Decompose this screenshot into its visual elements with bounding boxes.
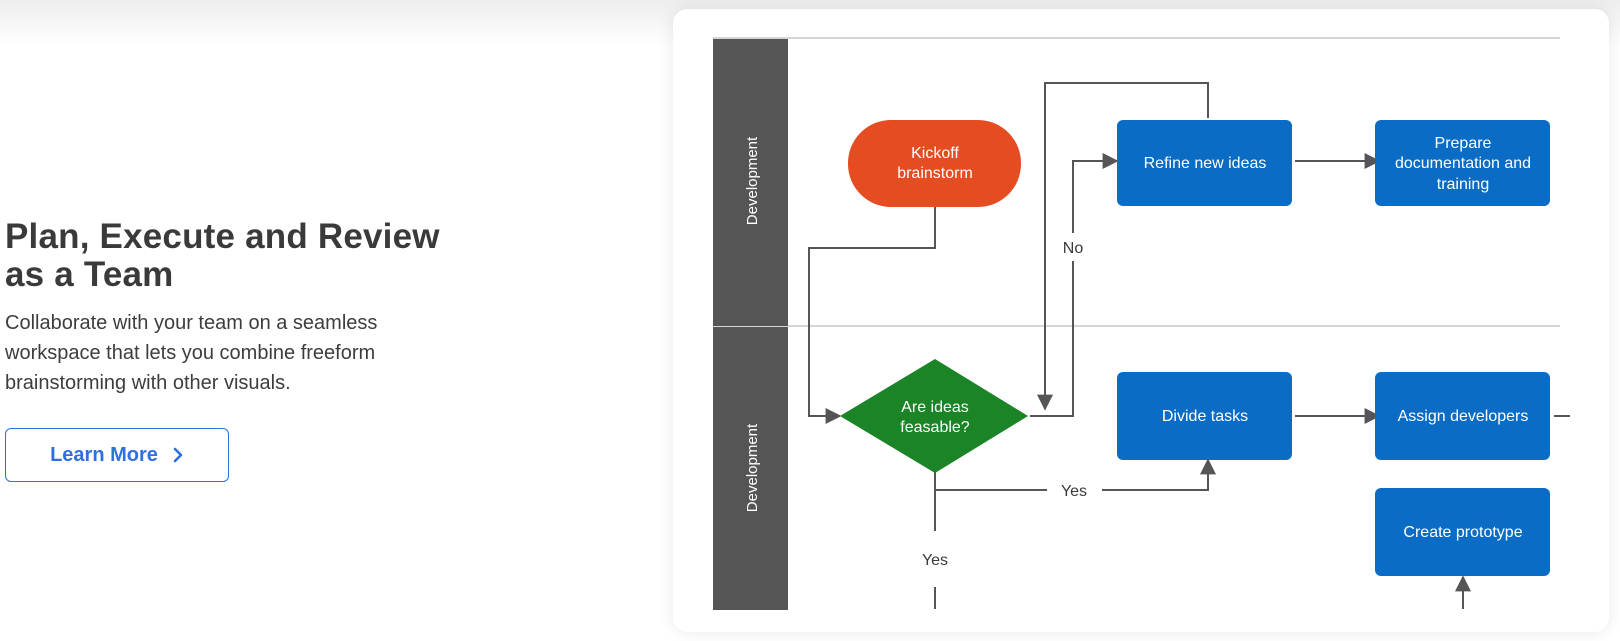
lane-header-2 xyxy=(713,327,788,610)
node-divide-tasks xyxy=(1117,372,1292,460)
hero-title-line1: Plan, Execute and Review xyxy=(5,217,440,256)
connector-kickoff-decision xyxy=(808,205,936,424)
node-decision-line1: Are ideas xyxy=(901,399,969,416)
node-refine-new-ideas xyxy=(1117,120,1292,206)
node-assign-label: Assign developers xyxy=(1398,408,1529,425)
node-create-prototype xyxy=(1375,488,1550,576)
node-assign-developers xyxy=(1375,372,1550,460)
node-kickoff-brainstorm xyxy=(848,120,1021,207)
lane-label-2: Development xyxy=(744,423,761,512)
edge-label-yes-down: Yes xyxy=(922,552,948,569)
hero-section: Plan, Execute and Review as a Team Colla… xyxy=(5,218,475,398)
edge-label-no: No xyxy=(1063,240,1084,257)
node-decision-feasible xyxy=(840,359,1028,473)
hero-description: Collaborate with your team on a seamless… xyxy=(5,312,378,394)
hero-title: Plan, Execute and Review as a Team xyxy=(5,218,475,294)
diagram-card: Development Development No Yes Yes Kicko… xyxy=(673,9,1609,632)
learn-more-label: Learn More xyxy=(50,443,158,466)
hero-title-line2: as a Team xyxy=(5,255,174,294)
node-refine-label: Refine new ideas xyxy=(1144,155,1267,172)
chevron-right-icon xyxy=(172,447,184,463)
connector-no-refine xyxy=(1072,153,1119,233)
node-kickoff-line1: Kickoff xyxy=(911,145,959,162)
connector-yes-divide xyxy=(1102,458,1216,491)
node-prepare-line2: documentation and xyxy=(1395,155,1531,172)
node-prototype-label: Create prototype xyxy=(1403,524,1522,541)
node-prepare-line1: Prepare xyxy=(1435,135,1492,152)
connector-no-up xyxy=(1030,261,1074,417)
connector-yes-left xyxy=(934,471,1047,491)
node-kickoff-line2: brainstorm xyxy=(897,165,973,182)
lane-header-1 xyxy=(713,39,788,326)
node-prepare-line3: training xyxy=(1437,176,1489,193)
edge-label-yes-right: Yes xyxy=(1061,483,1087,500)
connector-refine-loop xyxy=(1037,82,1209,411)
node-decision-line2: feasable? xyxy=(900,419,969,436)
learn-more-button[interactable]: Learn More xyxy=(5,428,229,482)
node-prepare-documentation xyxy=(1375,120,1550,206)
lane-label-1: Development xyxy=(744,136,761,225)
node-divide-label: Divide tasks xyxy=(1162,408,1248,425)
swimlane-flowchart: Development Development No Yes Yes Kicko… xyxy=(713,37,1570,610)
